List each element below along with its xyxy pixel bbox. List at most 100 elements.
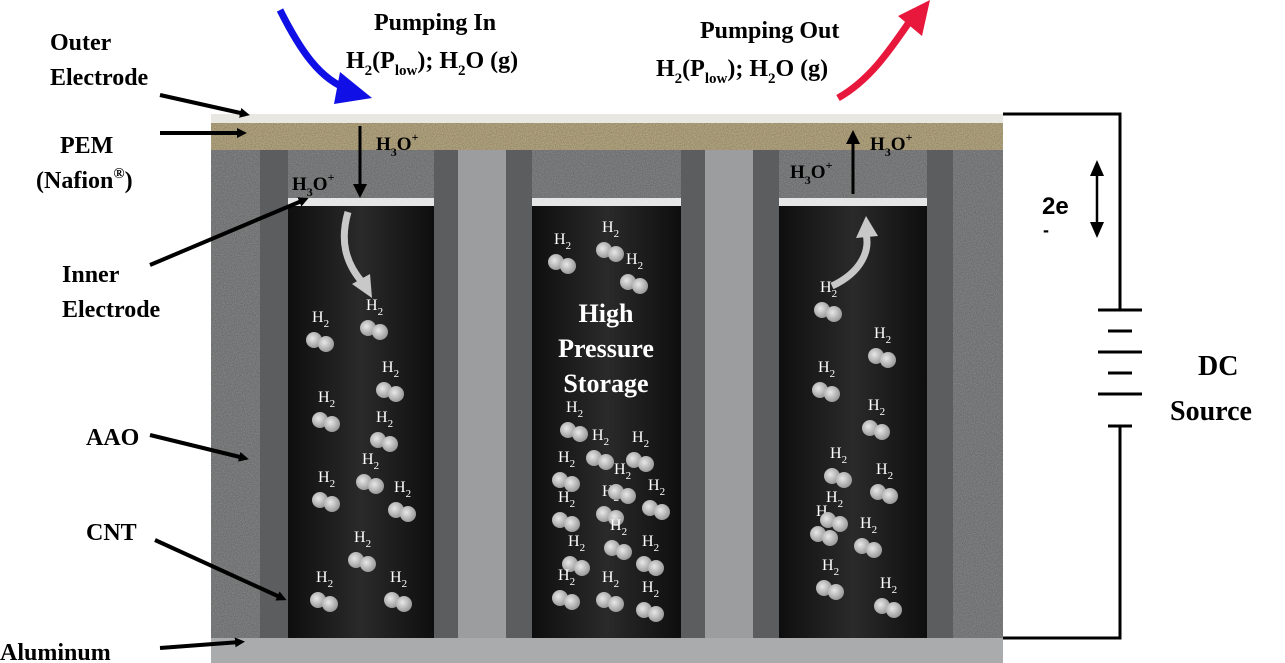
electron-flow-arrow xyxy=(1090,160,1104,238)
h-atom xyxy=(574,560,590,576)
label-dc-source-1: DC xyxy=(1198,351,1238,382)
pumping-in-title: Pumping In xyxy=(374,10,496,36)
h2-label: H2 xyxy=(394,479,411,500)
h-atom xyxy=(874,424,890,440)
h-atom xyxy=(368,478,384,494)
h2-molecule: H2 xyxy=(388,479,416,522)
h-atom xyxy=(638,456,654,472)
h2-label: H2 xyxy=(648,477,665,498)
h-atom xyxy=(400,506,416,522)
h2-molecule: H2 xyxy=(552,567,580,610)
h2-label: H2 xyxy=(820,279,837,300)
h2-label: H2 xyxy=(382,359,399,380)
h2-label: H2 xyxy=(868,397,885,418)
cnt-wall-right-3 xyxy=(927,150,953,638)
outer-electrode-layer xyxy=(211,114,1003,124)
storage-label-1: High xyxy=(579,299,634,328)
h2-molecule: H2 xyxy=(376,359,404,402)
h2-label: H2 xyxy=(602,569,619,590)
label-electrons-charge: - xyxy=(1043,220,1049,240)
pointer-outer-electrode xyxy=(159,93,250,118)
pump-in-arrow xyxy=(276,8,372,104)
label-pem: PEM xyxy=(60,133,113,159)
pumping-out-species: H2(Plow); H2O (g) xyxy=(656,56,828,87)
h2-molecule: H2 xyxy=(384,569,412,612)
cnt-wall-left-1 xyxy=(260,150,288,638)
h-atom xyxy=(324,496,340,512)
h2-label: H2 xyxy=(354,529,371,550)
cnt-wall-right-2 xyxy=(681,150,705,638)
label-outer-electrode-1: Outer xyxy=(50,30,112,56)
h-atom xyxy=(616,544,632,560)
hydronium-label-4: H3O+ xyxy=(790,158,833,187)
h2-label: H2 xyxy=(830,445,847,466)
aluminum-layer xyxy=(211,638,1003,663)
label-aluminum: Aluminum xyxy=(0,640,111,663)
pointer-cnt xyxy=(154,538,287,601)
cnt-wall-left-2 xyxy=(506,150,532,638)
h-atom xyxy=(572,426,588,442)
h2-label: H2 xyxy=(312,309,329,330)
h-atom xyxy=(608,510,624,526)
pointer-aao xyxy=(149,433,249,462)
h-atom xyxy=(824,386,840,402)
inner-electrode-3 xyxy=(779,198,927,206)
pumping-in-species: H2(Plow); H2O (g) xyxy=(346,48,518,79)
h2-label: H2 xyxy=(558,489,575,510)
gas-curve-arrow-out xyxy=(830,216,878,290)
storage-label-2: Pressure xyxy=(558,334,654,363)
h2-molecule: H2 xyxy=(312,469,340,512)
h-atom xyxy=(324,416,340,432)
h2-molecule: H2 xyxy=(596,569,624,612)
h2-label: H2 xyxy=(818,359,835,380)
h2-molecule: H2 xyxy=(586,427,614,470)
h2-molecule: H2 xyxy=(562,533,590,576)
h2-label: H2 xyxy=(318,389,335,410)
h2-label: H2 xyxy=(558,567,575,588)
inner-electrode-2 xyxy=(532,198,681,206)
h2-molecule: H2 xyxy=(854,515,882,558)
h2-molecule: H2 xyxy=(548,231,576,274)
h2-label: H2 xyxy=(316,569,333,590)
label-electrons: 2e xyxy=(1042,193,1069,220)
channel-3 xyxy=(779,206,927,638)
circuit xyxy=(1003,112,1142,640)
gas-curve-arrow-in xyxy=(340,211,372,298)
h2-label: H2 xyxy=(554,231,571,252)
h-atom xyxy=(620,488,636,504)
pump-out-arrow xyxy=(836,0,930,102)
h2-molecule: H2 xyxy=(604,517,632,560)
h-atom xyxy=(382,436,398,452)
h-atom xyxy=(654,504,670,520)
h2-label: H2 xyxy=(632,429,649,450)
h2-label: H2 xyxy=(642,579,659,600)
h-atom xyxy=(866,542,882,558)
pointer-aluminum xyxy=(159,637,245,650)
h2-molecule: H2 xyxy=(824,445,852,488)
label-cnt: CNT xyxy=(86,520,137,546)
h2-molecule: H2 xyxy=(356,451,384,494)
h2-label: H2 xyxy=(642,533,659,554)
h2-molecule: H2 xyxy=(636,579,664,622)
h2-label: H2 xyxy=(614,461,631,482)
h2-molecule: H2 xyxy=(620,251,648,294)
h2-label: H2 xyxy=(376,409,393,430)
h2-molecule: H2 xyxy=(348,529,376,572)
h2-molecule: H2 xyxy=(552,449,580,492)
h2-molecule: H2 xyxy=(862,397,890,440)
label-dc-source-2: Source xyxy=(1170,396,1252,427)
label-outer-electrode-2: Electrode xyxy=(50,65,149,91)
hydronium-label-1: H3O+ xyxy=(376,130,419,159)
h2-molecule: H2 xyxy=(812,359,840,402)
h2-molecule: H2 xyxy=(310,569,338,612)
label-nafion: (Nafion®) xyxy=(36,166,133,194)
h-atom xyxy=(598,454,614,470)
h2-label: H2 xyxy=(874,325,891,346)
h2-label: H2 xyxy=(826,489,843,510)
h2-molecule: H2 xyxy=(636,533,664,576)
h2-molecule: H2 xyxy=(820,489,848,532)
h2-label: H2 xyxy=(390,569,407,590)
h-atom xyxy=(826,306,842,322)
device-body xyxy=(211,114,1003,663)
